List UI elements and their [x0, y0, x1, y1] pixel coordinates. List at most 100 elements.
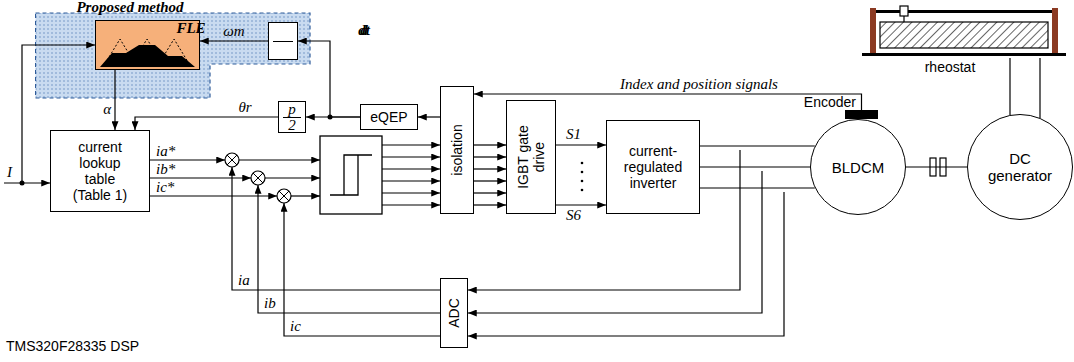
signal-name: I	[7, 164, 12, 180]
connector	[906, 167, 967, 168]
isolation-box: isolation	[440, 86, 474, 214]
encoder-block: Encoder	[845, 110, 878, 119]
summing-cross	[253, 173, 263, 183]
node-text: isolation	[449, 124, 465, 175]
gain-block: p2	[278, 101, 306, 133]
connector-line	[474, 192, 506, 193]
node-text: eQEP	[370, 109, 407, 125]
edge-label: Index and position signals	[620, 76, 778, 92]
connector-line	[700, 166, 810, 167]
rheostat-slider	[900, 6, 908, 16]
generator-circle: DC generator	[967, 114, 1073, 220]
rheostat-post	[870, 8, 876, 54]
node-text: p	[288, 103, 296, 116]
summing-junction	[277, 189, 291, 203]
connector-line	[906, 166, 967, 167]
node-text: Encoder	[804, 95, 856, 109]
inverter-box: current-regulated inverter	[606, 120, 700, 214]
input-wire	[4, 182, 50, 183]
connector-line	[556, 144, 606, 145]
connector-line	[135, 117, 278, 130]
adc-box: ADC	[440, 278, 468, 348]
reference-wire	[150, 177, 251, 178]
lookup-table-box: current lookup table (Table 1)	[50, 130, 150, 212]
signal-name: ic*	[156, 179, 174, 195]
summing-junction	[251, 171, 265, 185]
rheostat-symbol: rheostat	[862, 6, 1066, 58]
signal-name: ia*	[156, 143, 175, 159]
node-text: dt	[269, 23, 459, 37]
gate-drive-box: IGBT gate drive	[506, 100, 556, 214]
connector-line	[418, 116, 440, 117]
node-text: rheostat	[925, 60, 976, 75]
node-text: current lookup table (Table 1)	[64, 139, 136, 203]
signal-name: S6	[566, 207, 581, 223]
connector	[135, 117, 278, 130]
summing-cross	[279, 191, 289, 201]
gate-signal-wire	[382, 144, 440, 145]
derivative-block: ddt	[268, 22, 298, 60]
connector-line	[556, 204, 606, 205]
ellipsis-dot	[581, 171, 584, 174]
error-wire	[291, 195, 320, 196]
error-wire	[239, 159, 320, 160]
connector	[115, 70, 116, 130]
motor-circle: BLDCM	[810, 119, 906, 215]
connector-line	[114, 70, 115, 130]
connector	[200, 41, 268, 42]
connector-line	[1009, 58, 1010, 115]
connector-line	[474, 204, 506, 205]
hysteresis-box	[320, 136, 382, 214]
connector-line	[474, 168, 506, 169]
feedback-wire	[232, 167, 440, 290]
fraction-bar	[273, 41, 293, 42]
reference-wire	[150, 159, 225, 160]
node-text: IGBT gate drive	[515, 121, 547, 193]
signal-name: ia	[238, 272, 250, 288]
gate-signal-wire	[382, 204, 440, 205]
connector-line	[200, 40, 268, 41]
connector	[700, 146, 815, 188]
connector-line	[474, 156, 506, 157]
region-shape	[36, 13, 311, 98]
fuzzy-logic-block: FLE	[95, 20, 200, 70]
node-text: current-regulated inverter	[615, 143, 691, 191]
feedback-wire	[258, 185, 440, 313]
connector-line	[700, 145, 815, 146]
processor-name: TMS320F28335 DSP	[6, 338, 139, 354]
summing-junction	[225, 153, 239, 167]
edge-label: ωm	[223, 23, 244, 39]
hysteresis-symbol	[330, 155, 372, 195]
signal-name: ic	[290, 318, 301, 334]
node-text: FLE	[96, 21, 286, 35]
node-text: BLDCM	[832, 159, 885, 176]
edge-label: θr	[238, 99, 251, 115]
node-text: ADC	[446, 298, 462, 328]
slider-contact	[903, 16, 904, 22]
ellipsis-dot	[581, 189, 584, 192]
edge-label: α	[103, 101, 111, 117]
rheostat-post	[1052, 8, 1058, 54]
node-text: 2	[288, 119, 296, 132]
connector	[306, 117, 360, 118]
ellipsis-dot	[581, 162, 584, 165]
resistor-cylinder	[880, 22, 1048, 48]
connector-line	[474, 180, 506, 181]
node-text: Proposed method	[35, 0, 225, 14]
eqep-box: eQEP	[360, 104, 418, 130]
signal-name: ib	[264, 295, 276, 311]
fraction-bar	[283, 117, 301, 118]
connector-line	[1039, 58, 1040, 118]
node-text: DC generator	[984, 150, 1056, 184]
method-region: Proposed methodFLEddt	[35, 0, 311, 100]
connector-line	[700, 187, 815, 188]
signal-name: S1	[566, 126, 581, 142]
gate-signal-wire	[382, 192, 440, 193]
error-wire	[265, 177, 320, 178]
connector	[556, 145, 606, 205]
connector	[474, 145, 506, 205]
fuzzy-output-shape	[100, 45, 195, 67]
connector	[1010, 58, 1040, 118]
ellipsis-dot	[581, 180, 584, 183]
